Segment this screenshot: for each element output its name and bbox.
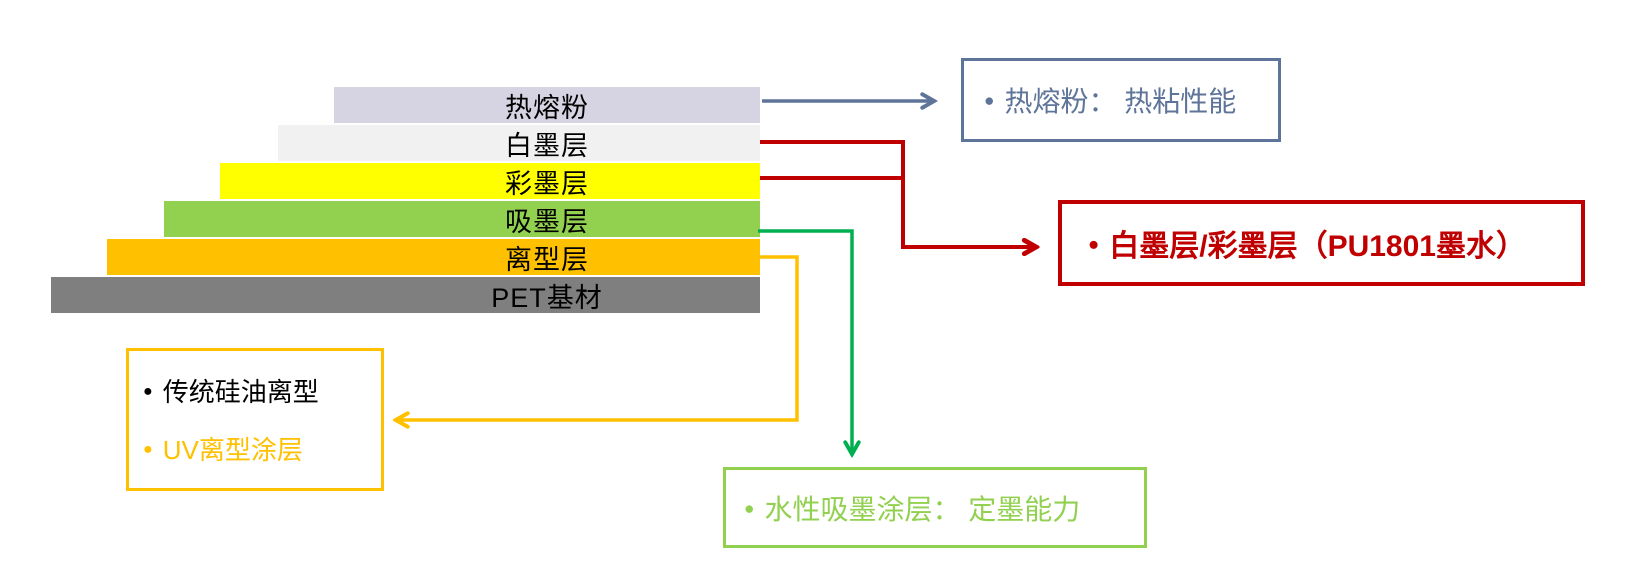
layer-color-ink-label: 彩墨层 bbox=[505, 168, 589, 199]
layer-pet-substrate: PET基材 bbox=[51, 277, 760, 313]
callout-ink-absorbing: ● 水性吸墨涂层： 定墨能力 bbox=[723, 467, 1147, 548]
callout-release-item-traditional: ● 传统硅油离型 bbox=[143, 372, 319, 409]
callout-release-traditional-text: 传统硅油离型 bbox=[162, 377, 319, 407]
connector-white-ink bbox=[760, 140, 1034, 247]
bullet-icon: ● bbox=[1088, 232, 1100, 254]
layer-pet-substrate-label: PET基材 bbox=[491, 282, 603, 313]
connector-ink-absorbing bbox=[758, 229, 852, 452]
callout-ink-layers-text: 白墨层/彩墨层（PU1801墨水） bbox=[1109, 230, 1526, 263]
layer-ink-absorbing-label: 吸墨层 bbox=[505, 206, 589, 237]
layer-white-ink-label: 白墨层 bbox=[505, 130, 589, 161]
callout-ink-layers: ● 白墨层/彩墨层（PU1801墨水） bbox=[1058, 200, 1585, 286]
callout-hot-melt-text: 热熔粉： 热粘性能 bbox=[1004, 86, 1237, 117]
bullet-icon: ● bbox=[744, 497, 755, 518]
layer-release: 离型层 bbox=[107, 239, 760, 275]
layer-hot-melt-powder-label: 热熔粉 bbox=[505, 92, 589, 123]
layer-white-ink: 白墨层 bbox=[278, 125, 760, 161]
callout-release-uv-text: UV离型涂层 bbox=[162, 435, 303, 465]
layer-ink-absorbing: 吸墨层 bbox=[164, 201, 760, 237]
layer-release-label: 离型层 bbox=[505, 244, 589, 275]
layer-color-ink: 彩墨层 bbox=[220, 163, 760, 199]
layer-hot-melt-powder: 热熔粉 bbox=[334, 87, 760, 123]
bullet-icon: ● bbox=[143, 382, 153, 401]
callout-release-item-uv: ● UV离型涂层 bbox=[143, 430, 303, 467]
callout-ink-absorbing-text: 水性吸墨涂层： 定墨能力 bbox=[764, 493, 1081, 525]
bullet-icon: ● bbox=[984, 90, 995, 111]
bullet-icon: ● bbox=[143, 440, 153, 459]
callout-hot-melt: ● 热熔粉： 热粘性能 bbox=[961, 58, 1281, 142]
callout-release: ● 传统硅油离型 ● UV离型涂层 bbox=[126, 348, 384, 491]
